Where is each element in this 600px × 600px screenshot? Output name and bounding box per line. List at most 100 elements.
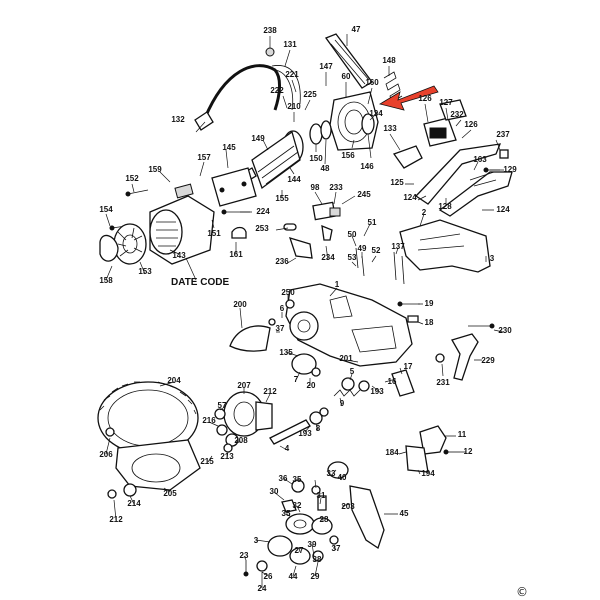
- cable-bracket: [451, 333, 479, 381]
- handle-half-left: [414, 143, 502, 205]
- part-label-39: 39: [308, 540, 317, 549]
- part-label-145: 145: [222, 143, 236, 152]
- part-label-16: 16: [388, 377, 397, 386]
- part-label-150: 150: [309, 154, 323, 163]
- part-label-154: 154: [99, 205, 113, 214]
- cooling-fan: [113, 223, 147, 265]
- part-label-20: 20: [307, 381, 316, 390]
- part-label-131: 131: [283, 40, 297, 49]
- gearbox-housing: [223, 391, 273, 437]
- part-label-126: 126: [464, 120, 478, 129]
- part-label-6: 6: [280, 304, 285, 313]
- part-label-213: 213: [220, 452, 234, 461]
- part-label-135: 135: [279, 348, 293, 357]
- lower-guard: [229, 325, 271, 352]
- part-label-205: 205: [163, 489, 177, 498]
- part-label-26: 26: [264, 572, 273, 581]
- part-label-153: 153: [138, 267, 152, 276]
- part-label-57: 57: [218, 401, 227, 410]
- part-label-124: 124: [496, 205, 510, 214]
- part-label-32: 32: [293, 501, 302, 510]
- part-label-125: 125: [390, 178, 404, 187]
- motor-end-cap: [99, 234, 119, 262]
- arm-casting: [285, 283, 413, 367]
- copyright-mark: ©: [516, 585, 528, 599]
- part-label-157: 157: [197, 153, 211, 162]
- part-label-253: 253: [255, 224, 269, 233]
- part-label-156: 156: [341, 151, 355, 160]
- part-label-35: 35: [293, 475, 302, 484]
- part-label-221: 221: [285, 70, 299, 79]
- part-label-224: 224: [256, 207, 270, 216]
- part-label-143: 143: [172, 251, 186, 260]
- part-label-44: 44: [289, 572, 298, 581]
- part-label-225: 225: [303, 90, 317, 99]
- part-label-210: 210: [287, 102, 301, 111]
- brush-holder: [211, 167, 257, 207]
- part-label-23: 23: [240, 551, 249, 560]
- part-label-151: 151: [207, 229, 221, 238]
- part-label-8: 8: [316, 424, 321, 433]
- part-label-50: 50: [348, 230, 357, 239]
- part-label-159: 159: [148, 165, 162, 174]
- part-label-127: 127: [439, 98, 453, 107]
- part-label-134: 134: [369, 109, 383, 118]
- part-label-158: 158: [99, 276, 113, 285]
- part-label-45: 45: [400, 509, 409, 518]
- part-label-11: 11: [458, 430, 467, 439]
- part-label-33: 33: [327, 469, 336, 478]
- part-label-232: 232: [450, 110, 464, 119]
- part-label-152: 152: [125, 174, 139, 183]
- leader-lines: [105, 34, 504, 588]
- part-label-200: 200: [233, 300, 247, 309]
- part-label-19: 19: [425, 299, 434, 308]
- part-label-52: 52: [372, 246, 381, 255]
- trigger: [392, 145, 423, 169]
- part-label-37: 37: [332, 544, 341, 553]
- motor-armature: [231, 130, 304, 190]
- part-label-1: 1: [335, 280, 340, 289]
- part-label-212: 212: [263, 387, 277, 396]
- part-drawings: [97, 33, 513, 577]
- part-label-24: 24: [258, 584, 267, 593]
- part-label-184: 184: [385, 448, 399, 457]
- part-label-144: 144: [287, 175, 301, 184]
- part-label-148: 148: [382, 56, 396, 65]
- part-label-137: 137: [391, 242, 405, 251]
- handle-half-right: [438, 171, 513, 217]
- part-label-37: 37: [276, 324, 285, 333]
- part-label-222: 222: [270, 86, 284, 95]
- part-label-193: 193: [298, 429, 312, 438]
- date-code-pointer: [185, 257, 197, 281]
- part-label-231: 231: [436, 378, 450, 387]
- blade-guard: [115, 439, 201, 491]
- part-label-236: 236: [275, 257, 289, 266]
- part-label-60: 60: [342, 72, 351, 81]
- part-label-5: 5: [350, 367, 355, 376]
- part-label-29: 29: [311, 572, 320, 581]
- belt-guide: [349, 485, 385, 550]
- part-label-160: 160: [365, 78, 379, 87]
- part-label-149: 149: [251, 134, 265, 143]
- part-label-237: 237: [496, 130, 510, 139]
- part-label-51: 51: [368, 218, 377, 227]
- part-label-233: 233: [329, 183, 343, 192]
- part-label-155: 155: [275, 194, 289, 203]
- part-label-245: 245: [357, 190, 371, 199]
- part-label-216: 216: [202, 416, 216, 425]
- part-label-126: 126: [418, 94, 432, 103]
- part-label-207: 207: [237, 381, 251, 390]
- part-label-35: 35: [282, 509, 291, 518]
- part-label-38: 38: [313, 555, 322, 564]
- part-label-40: 40: [338, 473, 347, 482]
- part-label-146: 146: [360, 162, 374, 171]
- part-label-12: 12: [464, 447, 473, 456]
- part-label-215: 215: [200, 457, 214, 466]
- part-label-206: 206: [99, 450, 113, 459]
- saw-blade: [97, 381, 199, 455]
- part-label-48: 48: [321, 164, 330, 173]
- cord-strain-relief: [194, 111, 214, 131]
- part-label-49: 49: [358, 244, 367, 253]
- part-label-238: 238: [263, 26, 277, 35]
